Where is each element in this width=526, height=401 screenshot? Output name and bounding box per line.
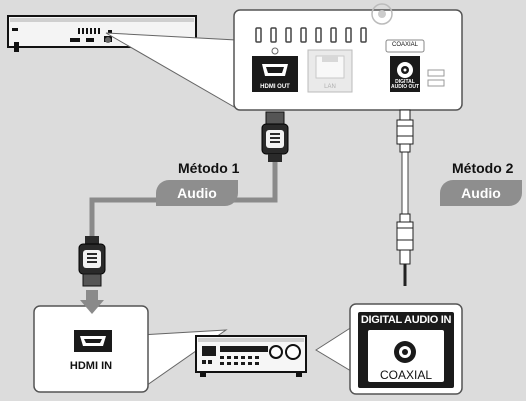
method-1-audio-tag: Audio — [156, 180, 238, 206]
fan-icon — [371, 3, 393, 25]
coaxial-out-header: COAXIAL — [391, 42, 418, 48]
zoom-callout — [105, 32, 237, 109]
arrow-down-icon — [80, 300, 104, 314]
digital-audio-in-panel — [315, 303, 463, 395]
method-2-title: Método 2 — [452, 160, 514, 176]
hdmi-in-panel — [33, 290, 228, 393]
hdmi-in-label: HDMI IN — [69, 360, 113, 372]
digital-audio-out-label: DIGITAL AUDIO OUT — [390, 80, 420, 90]
method-1-title: Método 1 — [178, 160, 240, 176]
digital-audio-out-line2: AUDIO OUT — [390, 84, 420, 90]
coaxial-in-label: COAXIAL — [379, 368, 433, 382]
digital-audio-in-header: DIGITAL AUDIO IN — [360, 314, 452, 326]
lan-label: LAN — [324, 84, 336, 90]
player-rear-panel — [233, 3, 463, 111]
digital-audio-out-line1: DIGITAL — [395, 79, 415, 85]
hdmi-out-label: HDMI OUT — [260, 84, 290, 90]
method-2-audio-tag: Audio — [440, 180, 522, 206]
coaxial-cable — [396, 109, 414, 286]
av-receiver — [195, 335, 307, 377]
bluray-player — [7, 15, 237, 109]
